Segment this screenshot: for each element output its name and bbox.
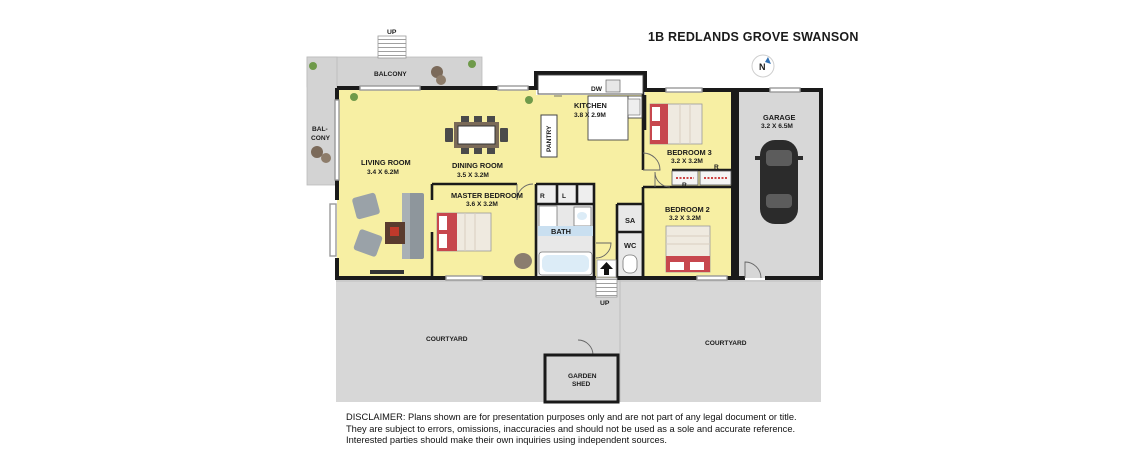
garage-name: GARAGE: [763, 113, 796, 122]
plan-title: 1B REDLANDS GROVE SWANSON: [648, 30, 859, 44]
garden-shed: [543, 353, 620, 404]
rl-cupboards: [536, 185, 594, 204]
bath-label: BATH: [551, 227, 571, 236]
wardrobe-r-label: R: [714, 164, 719, 171]
windows: [329, 85, 801, 281]
disclaimer-line-3: Interested parties should make their own…: [346, 435, 667, 446]
wardrobes: [671, 170, 732, 186]
balcony-side-label-2: CONY: [311, 135, 331, 142]
courtyard-left-label: COURTYARD: [426, 336, 468, 343]
balcony-furniture: [309, 60, 533, 163]
car: [755, 140, 803, 224]
bedroom2-bed: [665, 225, 711, 273]
courtyard-right-area: [620, 280, 821, 402]
shed-label-2: SHED: [572, 381, 591, 388]
balcony-label: BALCONY: [374, 71, 407, 78]
living-furniture: [352, 192, 424, 274]
cupboard-l-label: L: [562, 193, 566, 200]
living-room-size: 3.4 X 6.2M: [367, 169, 399, 176]
stairs-bottom[interactable]: [595, 277, 618, 298]
dining-room-size: 3.5 X 3.2M: [457, 172, 489, 179]
kitchen-name: KITCHEN: [574, 101, 607, 110]
master-bedroom-size: 3.6 X 3.2M: [466, 201, 498, 208]
dishwasher-label: DW: [591, 86, 603, 93]
disclaimer-line-1: DISCLAIMER: Plans shown are for presenta…: [346, 412, 797, 422]
dining-room-name: DINING ROOM: [452, 161, 503, 170]
bedroom2-size: 3.2 X 3.2M: [669, 215, 701, 222]
stairs-bottom-label: UP: [600, 300, 610, 307]
stairs-top[interactable]: [377, 35, 407, 59]
shed-label-1: GARDEN: [568, 373, 597, 380]
kitchen-size: 3.8 X 2.9M: [574, 112, 606, 119]
sa-floor: [617, 205, 643, 231]
disclaimer: DISCLAIMER: Plans shown are for presenta…: [346, 412, 797, 447]
wardrobe-r2-label: R: [682, 182, 687, 189]
bedroom2-name: BEDROOM 2: [665, 205, 710, 214]
bedroom3-name: BEDROOM 3: [667, 148, 712, 157]
north-arrow-icon: [765, 57, 771, 64]
kitchen-counters: [537, 74, 644, 158]
disclaimer-line-2: They are subject to errors, omissions, i…: [346, 423, 796, 434]
cupboard-r-label: R: [540, 193, 545, 200]
interior-walls: [430, 90, 733, 278]
living-room-name: LIVING ROOM: [361, 158, 411, 167]
wc-label: WC: [624, 241, 637, 250]
master-bed: [436, 212, 532, 269]
garage-size: 3.2 X 6.5M: [761, 123, 793, 130]
dining-table: [445, 116, 508, 154]
bedroom3-bed: [649, 103, 703, 145]
balcony-side-label-1: BAL-: [312, 126, 328, 133]
compass: N: [751, 54, 775, 78]
entry-arrow-icon: [600, 262, 613, 275]
sa-label: SA: [625, 216, 636, 225]
courtyard-right-label: COURTYARD: [705, 340, 747, 347]
bedroom3-size: 3.2 X 3.2M: [671, 158, 703, 165]
compass-label: N: [759, 62, 766, 72]
bath-fixtures: [538, 205, 638, 276]
master-bedroom-name: MASTER BEDROOM: [451, 191, 523, 200]
pantry-label: PANTRY: [546, 125, 553, 152]
balcony-side-deck: [306, 56, 338, 186]
stairs-top-label: UP: [387, 29, 397, 36]
